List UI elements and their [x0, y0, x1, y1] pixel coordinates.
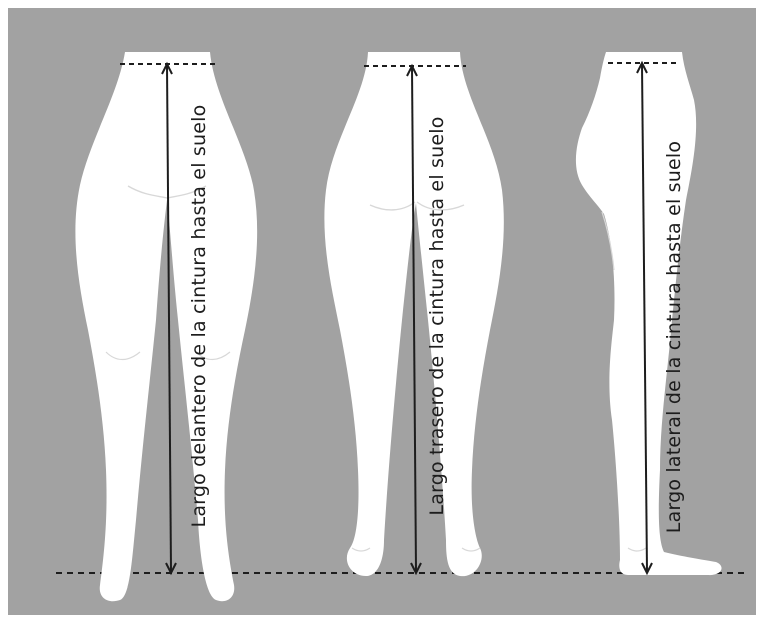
- back-measure-label: Largo trasero de la cintura hasta el sue…: [426, 116, 448, 515]
- side-measure-label: Largo lateral de la cintura hasta el sue…: [663, 141, 685, 533]
- front-measure-label: Largo delantero de la cintura hasta el s…: [188, 105, 210, 528]
